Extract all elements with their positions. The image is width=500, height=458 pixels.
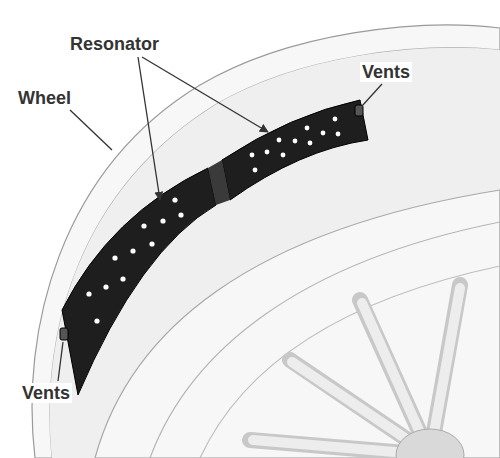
front-lip xyxy=(150,222,500,458)
resonator-holes xyxy=(86,117,340,324)
hub xyxy=(396,429,464,458)
part-label: Wheel xyxy=(16,88,73,108)
rim-barrel xyxy=(50,48,500,458)
front-lip-inner xyxy=(200,266,500,458)
resonator-segment xyxy=(62,168,216,395)
resonator-joint xyxy=(208,160,230,205)
part-label: Vents xyxy=(360,62,412,82)
resonator-segment xyxy=(222,100,368,200)
part-label: Resonator xyxy=(68,34,161,54)
flange-edge xyxy=(50,48,500,458)
part-label: Vents xyxy=(20,383,72,403)
wheel-outer xyxy=(32,25,500,458)
leader-lines xyxy=(58,57,382,381)
vent xyxy=(355,105,363,116)
vent xyxy=(60,328,68,340)
